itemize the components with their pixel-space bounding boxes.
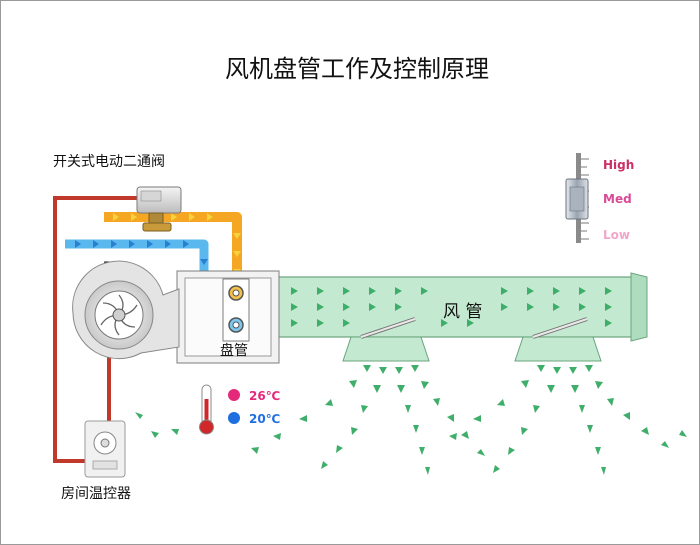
coil-connection-hot <box>228 285 244 301</box>
fan-unit <box>72 260 180 360</box>
room-thermostat <box>84 420 126 478</box>
duct-air-arrows <box>291 287 612 327</box>
speed-low-label: Low <box>603 228 630 242</box>
speed-high-label: High <box>603 158 634 172</box>
air-duct <box>276 276 640 338</box>
coil-connection-cold <box>228 317 244 333</box>
thermometer-icon <box>199 384 214 435</box>
cool-temp-dot <box>228 412 240 424</box>
cool-temp-value: 20℃ <box>249 412 280 426</box>
thermostat-label: 房间温控器 <box>61 486 131 502</box>
speed-med-label: Med <box>603 192 632 206</box>
diffuser-right <box>514 317 602 362</box>
coil-label: 盘管 <box>220 342 248 359</box>
fan-speed-switch <box>565 153 589 243</box>
supply-air-arrows <box>135 365 687 475</box>
valve-label: 开关式电动二通阀 <box>53 154 165 170</box>
hot-temp-value: 26℃ <box>249 389 280 403</box>
duct-flange <box>630 272 648 342</box>
duct-label: 风 管 <box>443 302 482 322</box>
page-title: 风机盘管工作及控制原理 <box>225 55 489 83</box>
diffuser-left <box>342 317 430 362</box>
two-way-valve <box>136 186 182 232</box>
control-wire-valve <box>53 196 141 463</box>
hot-water-pipe <box>104 212 242 286</box>
hot-temp-dot <box>228 389 240 401</box>
